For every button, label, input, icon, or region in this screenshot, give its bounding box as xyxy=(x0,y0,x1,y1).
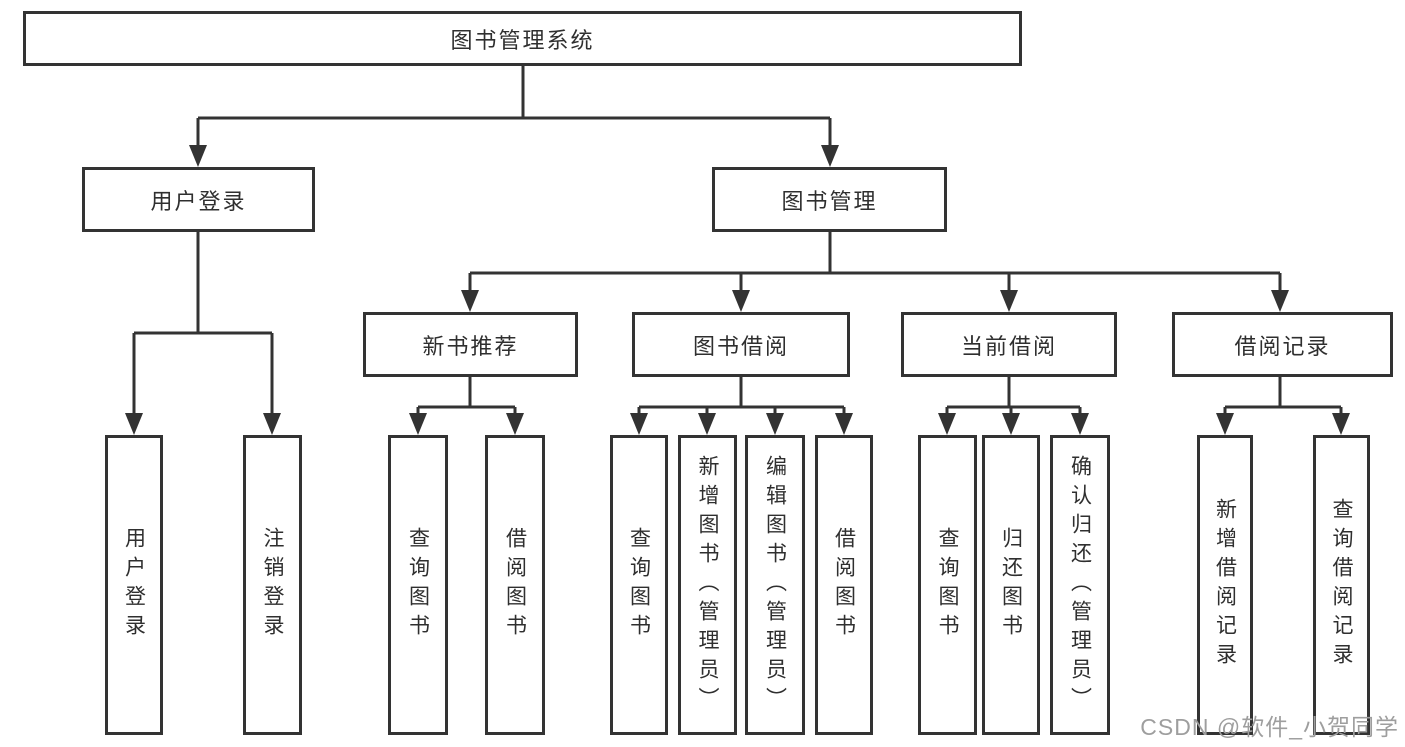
leaf-add-borrow-record: 新增借阅记录 xyxy=(1197,435,1253,735)
arrowhead xyxy=(189,145,207,167)
arrowhead xyxy=(125,413,143,435)
arrowhead xyxy=(1071,413,1089,435)
node-new-book-recommend: 新书推荐 xyxy=(363,312,578,377)
node-borrow-record: 借阅记录 xyxy=(1172,312,1393,377)
connector-book-borrow-branch xyxy=(637,377,846,414)
arrowhead xyxy=(630,413,648,435)
leaf-query-books-borrow: 查询图书 xyxy=(610,435,668,735)
arrowhead xyxy=(506,413,524,435)
connector-new-books-branch xyxy=(416,377,517,414)
arrowhead xyxy=(821,145,839,167)
arrowhead xyxy=(1002,413,1020,435)
leaf-label: 查询图书 xyxy=(936,527,959,643)
leaf-user-login: 用户登录 xyxy=(105,435,163,735)
leaf-label: 归还图书 xyxy=(999,527,1023,643)
node-book-management: 图书管理 xyxy=(712,167,947,232)
connector-root-branch xyxy=(196,66,832,146)
leaf-query-books-recommend: 查询图书 xyxy=(388,435,448,735)
leaf-logout: 注销登录 xyxy=(243,435,302,735)
arrowhead xyxy=(732,290,750,312)
arrowhead xyxy=(938,413,956,435)
arrowhead xyxy=(461,290,479,312)
leaf-borrow-books: 借阅图书 xyxy=(815,435,873,735)
node-root: 图书管理系统 xyxy=(23,11,1022,66)
node-user-login: 用户登录 xyxy=(82,167,315,232)
leaf-confirm-return-admin: 确认归还（管理员） xyxy=(1050,435,1110,735)
connector-current-borrow-branch xyxy=(945,377,1082,414)
leaf-label: 查询图书 xyxy=(627,527,651,643)
connector-book-mgmt-branch xyxy=(468,232,1282,291)
leaf-label: 用户登录 xyxy=(122,527,146,643)
leaf-label: 查询借阅记录 xyxy=(1330,498,1353,672)
node-book-borrow: 图书借阅 xyxy=(632,312,850,377)
arrowhead xyxy=(1271,290,1289,312)
arrowhead xyxy=(766,413,784,435)
arrowhead xyxy=(1332,413,1350,435)
connector-user-login-branch xyxy=(132,232,274,414)
leaf-add-books-admin: 新增图书（管理员） xyxy=(678,435,737,735)
arrowhead xyxy=(409,413,427,435)
arrowhead xyxy=(1000,290,1018,312)
arrowhead xyxy=(698,413,716,435)
leaf-label: 编辑图书（管理员） xyxy=(763,454,787,716)
leaf-label: 借阅图书 xyxy=(503,527,527,643)
leaf-label: 注销登录 xyxy=(261,527,284,643)
connector-borrow-record-branch xyxy=(1223,377,1343,414)
arrowhead xyxy=(263,413,281,435)
leaf-label: 新增图书（管理员） xyxy=(696,454,719,716)
leaf-label: 查询图书 xyxy=(406,527,430,643)
leaf-edit-books-admin: 编辑图书（管理员） xyxy=(745,435,805,735)
arrowhead xyxy=(835,413,853,435)
leaf-label: 借阅图书 xyxy=(832,527,856,643)
leaf-borrow-books-recommend: 借阅图书 xyxy=(485,435,545,735)
leaf-return-books: 归还图书 xyxy=(982,435,1040,735)
leaf-label: 确认归还（管理员） xyxy=(1068,454,1092,716)
arrowhead xyxy=(1216,413,1234,435)
node-current-borrow: 当前借阅 xyxy=(901,312,1117,377)
leaf-label: 新增借阅记录 xyxy=(1213,498,1237,672)
leaf-query-books-current: 查询图书 xyxy=(918,435,977,735)
leaf-query-borrow-record: 查询借阅记录 xyxy=(1313,435,1370,735)
